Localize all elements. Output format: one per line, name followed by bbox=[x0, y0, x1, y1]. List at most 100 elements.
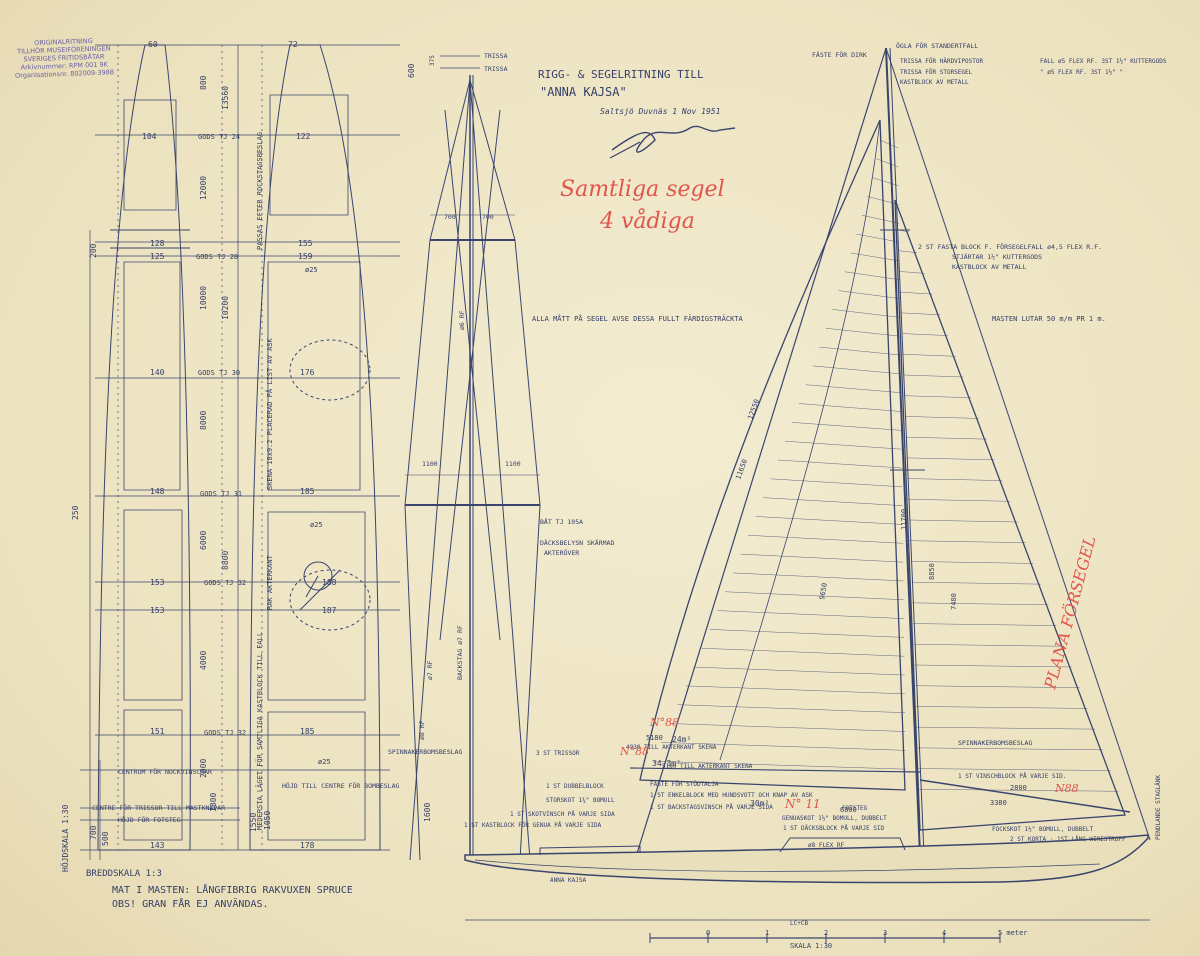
main-seam bbox=[912, 623, 1057, 626]
dim-label: 6000 bbox=[199, 531, 208, 550]
main-seam bbox=[907, 478, 1003, 481]
note: FOTSTEG bbox=[842, 805, 868, 812]
note: DÄCKSBELYSN SKÄRMAD bbox=[540, 538, 614, 547]
gods-label: GODS TJ 24 bbox=[198, 133, 240, 141]
dim-label: 148 bbox=[150, 487, 165, 496]
dim-label: 7480 bbox=[950, 593, 958, 610]
main-seam bbox=[919, 789, 1119, 792]
dim-label: 8800 bbox=[221, 551, 230, 570]
sail-seam bbox=[798, 403, 902, 412]
dim-label: 200 bbox=[89, 243, 98, 258]
sail-number: N° 11 bbox=[784, 797, 821, 811]
sail-seam bbox=[732, 572, 904, 582]
scale-tick: 2 bbox=[824, 929, 828, 937]
sail-seam bbox=[693, 666, 905, 676]
sail-seam bbox=[856, 233, 900, 243]
sail-seam bbox=[661, 742, 906, 751]
dim-label: 9650 bbox=[818, 582, 829, 600]
main-seam bbox=[918, 768, 1111, 771]
sail-seam bbox=[784, 440, 902, 450]
note: HÖJD FÖR FOTSTEG bbox=[118, 815, 181, 824]
note: ø8 FLEX RF bbox=[808, 842, 845, 849]
note: MAT I MASTEN: LÅNGFIBRIG RAKVUXEN SPRUCE bbox=[112, 883, 353, 896]
sail-seam bbox=[755, 516, 903, 525]
main-seam bbox=[903, 374, 964, 378]
note: TRISSA FÖR STORSEGEL bbox=[900, 69, 973, 76]
main-seam bbox=[905, 436, 987, 440]
dim-label: 1550 bbox=[249, 813, 258, 832]
dim-label: 176 bbox=[300, 368, 315, 377]
note: " ø5 FLEX RF. 3ST 1½" " bbox=[1040, 69, 1123, 76]
dim-label: 2800 bbox=[1010, 784, 1027, 792]
note: STORSKOT 1¾" BOMULL bbox=[546, 797, 615, 804]
red-note: Samtliga segel bbox=[560, 177, 725, 202]
scale-bar bbox=[465, 919, 1150, 943]
sail-panel-lines bbox=[653, 139, 1119, 792]
sail-seam bbox=[677, 704, 906, 713]
sail-seam bbox=[819, 346, 901, 356]
sail-seam bbox=[740, 553, 904, 563]
section-dimension-lines bbox=[80, 44, 400, 860]
dim-label: 2000 bbox=[199, 759, 208, 778]
gods-label: GODS TJ 32 bbox=[204, 729, 246, 737]
sail-seam bbox=[717, 610, 904, 619]
note: ÖGLA FÖR STANDERTFALL bbox=[896, 41, 978, 50]
note: 2 ST FASTA BLOCK F. FÖRSEGELFALL ø4,5 FL… bbox=[918, 242, 1102, 251]
dim-label: 72 bbox=[288, 40, 298, 49]
sail-seam bbox=[825, 328, 901, 337]
sail-plan bbox=[629, 47, 1151, 861]
gods-label: GODS TJ 31 bbox=[200, 490, 242, 498]
main-seam bbox=[904, 395, 972, 398]
sail-seam bbox=[832, 309, 901, 318]
dim-label: 3380 bbox=[990, 799, 1007, 807]
sail-seam bbox=[867, 196, 899, 205]
sail-seam bbox=[791, 422, 902, 431]
area-label: 30m² bbox=[750, 799, 769, 808]
main-seam bbox=[911, 581, 1041, 585]
dim-label: 12000 bbox=[199, 176, 208, 200]
note: TRISSA bbox=[484, 52, 508, 60]
boat-title: "ANNA KAJSA" bbox=[540, 85, 627, 99]
main-seam bbox=[908, 499, 1010, 502]
dim-label: 1100 bbox=[505, 460, 521, 468]
note: TRISSA bbox=[484, 65, 508, 73]
scale-tick: 4 bbox=[942, 929, 946, 937]
note: FALL ø5 FLEX RF. 3ST 1½" KUTTERGODS bbox=[1040, 58, 1167, 65]
sail-seam bbox=[669, 723, 906, 732]
note: 1 ST BACKSTAGSVINSCH PÅ VARJE SIDA bbox=[650, 804, 773, 811]
note: 1 ST KASTBLOCK FÖR GENUA PÅ VARJE SIDA bbox=[464, 822, 602, 829]
main-seam bbox=[910, 561, 1034, 564]
note: MEDERSTA LÄGET FÖR SAMTLIGA KASTBLOCK TI… bbox=[255, 632, 264, 830]
dim-label: 4000 bbox=[199, 651, 208, 670]
note: 1 ST SKOTVINSCH PÅ VARJE SIDA bbox=[510, 811, 615, 818]
dim-label: 153 bbox=[150, 606, 165, 615]
dim-label: 10200 bbox=[221, 296, 230, 320]
note: SKENA 18x9.2 PLACERAD PÅ LIST AV ASK bbox=[265, 337, 274, 490]
main-seam bbox=[898, 250, 917, 253]
dim-label: 185 bbox=[300, 487, 315, 496]
dim-label: 700 bbox=[444, 213, 456, 221]
note: LC+CB bbox=[790, 920, 808, 927]
dim-label: 1600 bbox=[423, 803, 432, 822]
main-seam bbox=[900, 291, 933, 295]
dim-label: 700 bbox=[482, 213, 494, 221]
red-note: 4 vådiga bbox=[599, 207, 695, 234]
main-seam bbox=[902, 354, 956, 357]
area-label: 34.3m² bbox=[652, 759, 681, 768]
note: ø6 RF bbox=[458, 310, 466, 330]
drawing-title: RIGG- & SEGELRITNING TILL bbox=[538, 68, 704, 81]
gods-label: GODS TJ 30 bbox=[198, 369, 240, 377]
sail-seam bbox=[763, 497, 903, 506]
dim-label: 185 bbox=[300, 727, 315, 736]
note: KASTBLOCK AV METALL bbox=[900, 79, 969, 86]
dim-label: 187 bbox=[322, 606, 337, 615]
sail-seam bbox=[777, 459, 903, 469]
scale-unit: 5 meter bbox=[998, 929, 1028, 937]
note: 1 ST VINSCHBLOCK PÅ VARJE SID. bbox=[958, 773, 1066, 780]
sail-seam bbox=[805, 384, 902, 393]
sail-seam bbox=[812, 365, 901, 375]
dim-label: 122 bbox=[296, 132, 311, 141]
note: KASTBLOCK AV METALL bbox=[952, 263, 1026, 271]
sail-seam bbox=[653, 760, 906, 770]
